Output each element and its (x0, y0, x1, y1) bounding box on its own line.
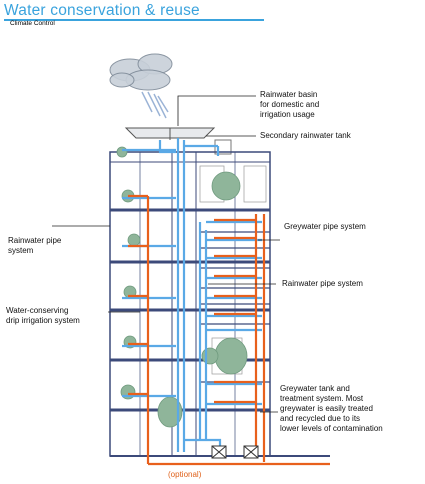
page-title: Water conservation & reuse (4, 2, 200, 19)
ground-tanks (211, 445, 259, 459)
greywater-pipe-label: Greywater pipe system (284, 222, 366, 231)
drip-irrigation-label: Water-conserving drip irrigation system (6, 306, 80, 325)
callout-leaders (52, 95, 280, 413)
rainwater-basin-label: Rainwater basin for domestic and irrigat… (260, 90, 320, 119)
rainwater-pipes (122, 138, 262, 452)
header: Water conservation & reuse (4, 2, 200, 19)
right-floor-slabs (200, 231, 270, 383)
cloud-icon (109, 53, 173, 91)
rainwater-pipe-left-label: Rainwater pipe system (8, 236, 62, 255)
greywater-pipes (128, 194, 330, 466)
greywater-tank-label: Greywater tank and treatment system. Mos… (280, 384, 383, 433)
rain-drops (141, 91, 169, 119)
rainwater-basin (124, 127, 216, 140)
secondary-tank-label: Secondary rainwater tank (260, 131, 351, 140)
rainwater-pipe-right-label: Rainwater pipe system (282, 279, 363, 288)
building-frame (109, 151, 330, 457)
page-subtitle: Climate Control (10, 20, 55, 27)
title-underline (4, 19, 264, 21)
optional-label: (optional) (168, 470, 202, 479)
